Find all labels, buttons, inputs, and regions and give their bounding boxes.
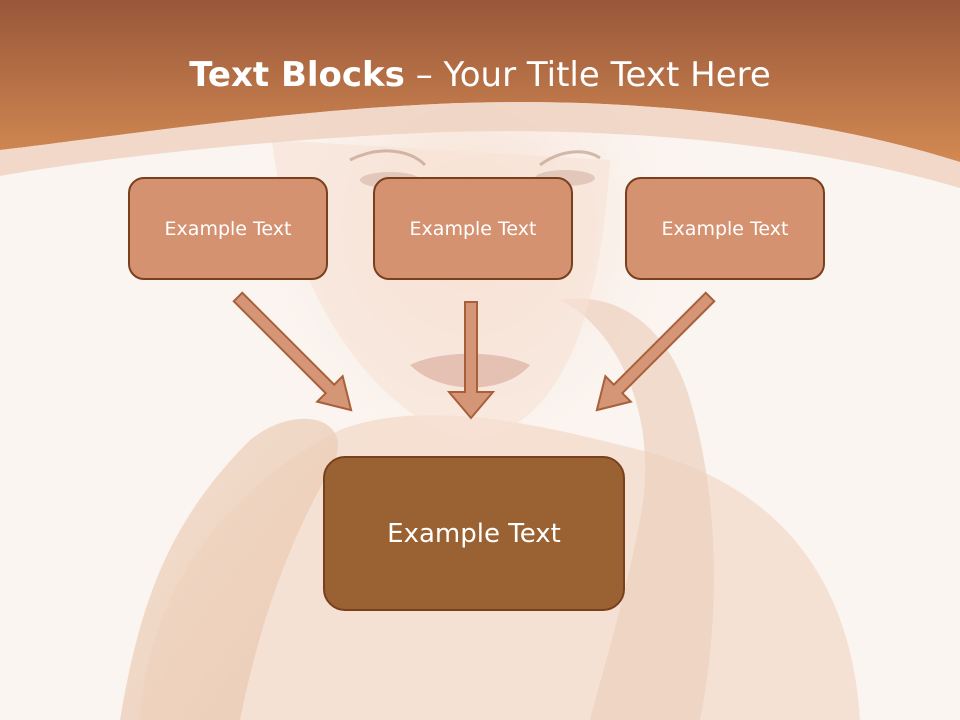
text-block-right-label: Example Text (661, 217, 789, 240)
center-arrow-icon (446, 301, 496, 420)
text-block-target-label: Example Text (387, 518, 561, 549)
slide-title: Text Blocks – Your Title Text Here (0, 52, 960, 98)
title-rest-part: – Your Title Text Here (404, 55, 771, 95)
title-bold-part: Text Blocks (189, 55, 405, 95)
text-block-center: Example Text (373, 177, 573, 280)
header-band (0, 0, 960, 162)
header-light-swoosh (0, 102, 960, 188)
text-block-center-label: Example Text (409, 217, 537, 240)
text-block-right: Example Text (625, 177, 825, 280)
text-block-left: Example Text (128, 177, 328, 280)
left-arrow-icon (232, 291, 353, 412)
right-arrow-icon (595, 291, 716, 412)
text-block-left-label: Example Text (164, 217, 292, 240)
text-block-target: Example Text (323, 456, 625, 611)
